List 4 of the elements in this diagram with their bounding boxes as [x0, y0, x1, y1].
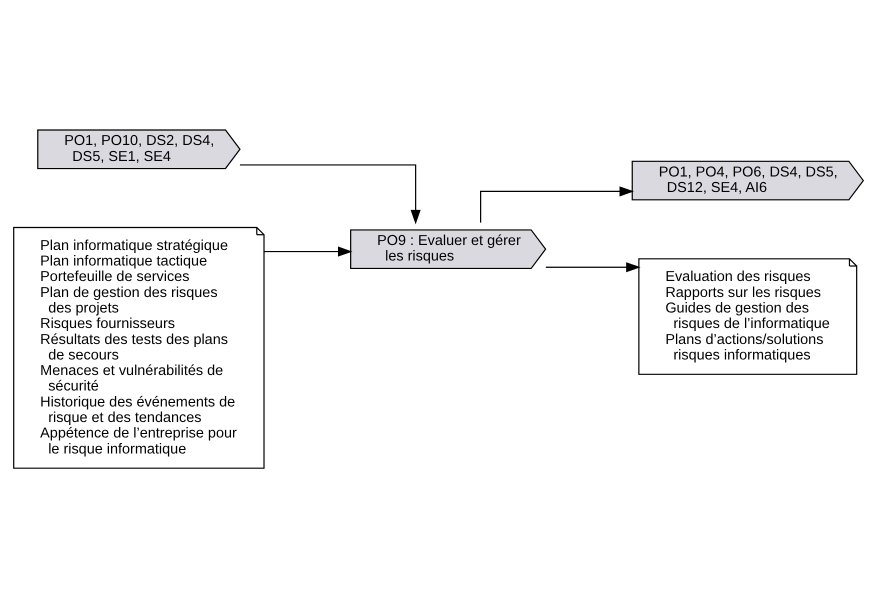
arrow	[546, 262, 641, 272]
arrow	[264, 246, 352, 257]
arrow	[240, 164, 421, 224]
arrow	[480, 186, 634, 223]
